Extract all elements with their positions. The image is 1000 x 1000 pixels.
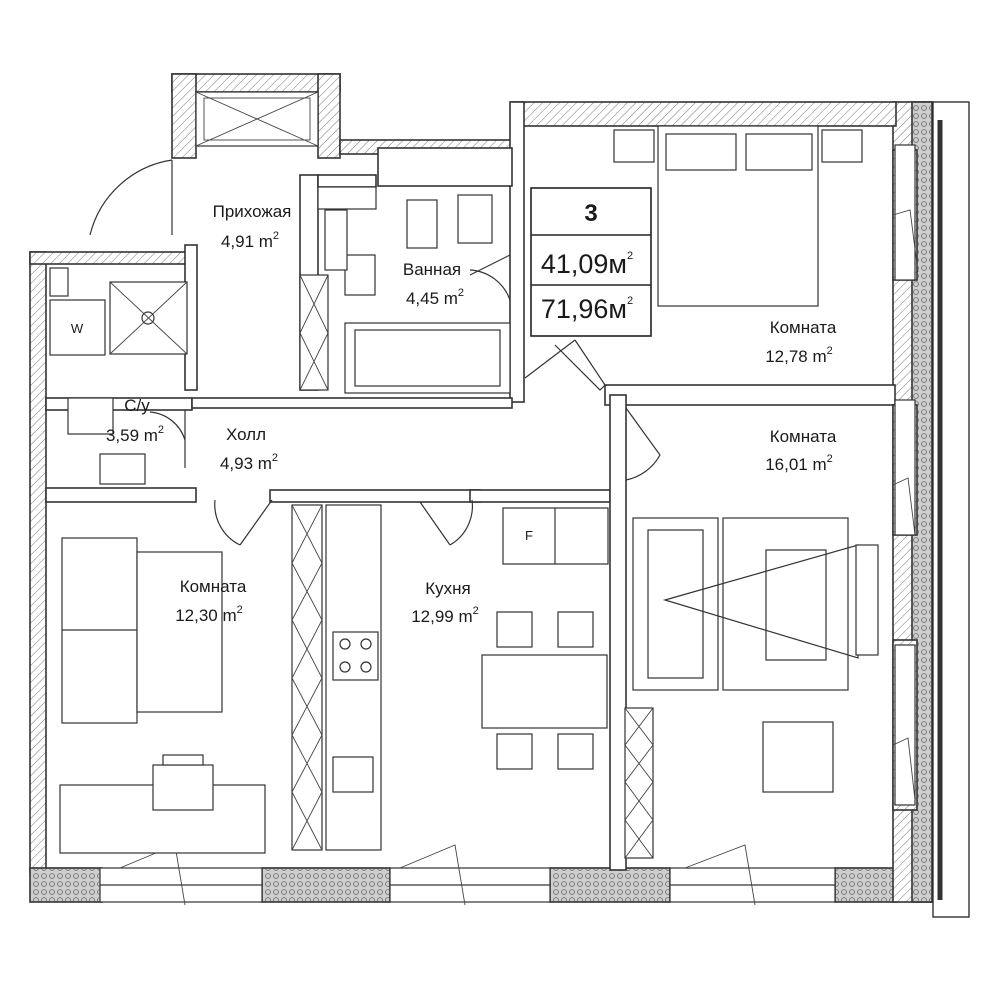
room-labels: Прихожая 4,91 m2 Ванная 4,45 m2 С/у 3,59… — [106, 202, 837, 626]
doors — [89, 159, 919, 906]
apartment-info-box: 3 41,09м2 71,96м2 — [530, 187, 652, 337]
room-name-entrance: Прихожая — [213, 202, 292, 221]
room-name-wc: С/у — [124, 396, 150, 415]
fridge-label: F — [525, 528, 533, 543]
room-name-bedroom-1: Комната — [770, 318, 837, 337]
windows — [99, 144, 916, 903]
room-area-living: 16,01 m2 — [765, 453, 833, 474]
room-name-bathroom: Ванная — [403, 260, 461, 279]
room-area-hall: 4,93 m2 — [220, 452, 278, 473]
rooms-count: 3 — [584, 200, 597, 227]
room-area-bedroom-1: 12,78 m2 — [765, 345, 833, 366]
furniture — [49, 125, 879, 859]
room-area-kitchen: 12,99 m2 — [411, 605, 479, 626]
room-area-bathroom: 4,45 m2 — [406, 287, 464, 308]
room-area-wc: 3,59 m2 — [106, 424, 164, 445]
room-name-kitchen: Кухня — [425, 579, 471, 598]
room-name-living: Комната — [770, 427, 837, 446]
washer-label: W — [71, 321, 84, 336]
room-area-entrance: 4,91 m2 — [221, 230, 279, 251]
room-area-bedroom-2: 12,30 m2 — [175, 604, 243, 625]
room-name-bedroom-2: Комната — [180, 577, 247, 596]
room-name-hall: Холл — [226, 425, 266, 444]
living-area: 41,09м2 — [541, 249, 633, 279]
total-area: 71,96м2 — [541, 294, 633, 324]
